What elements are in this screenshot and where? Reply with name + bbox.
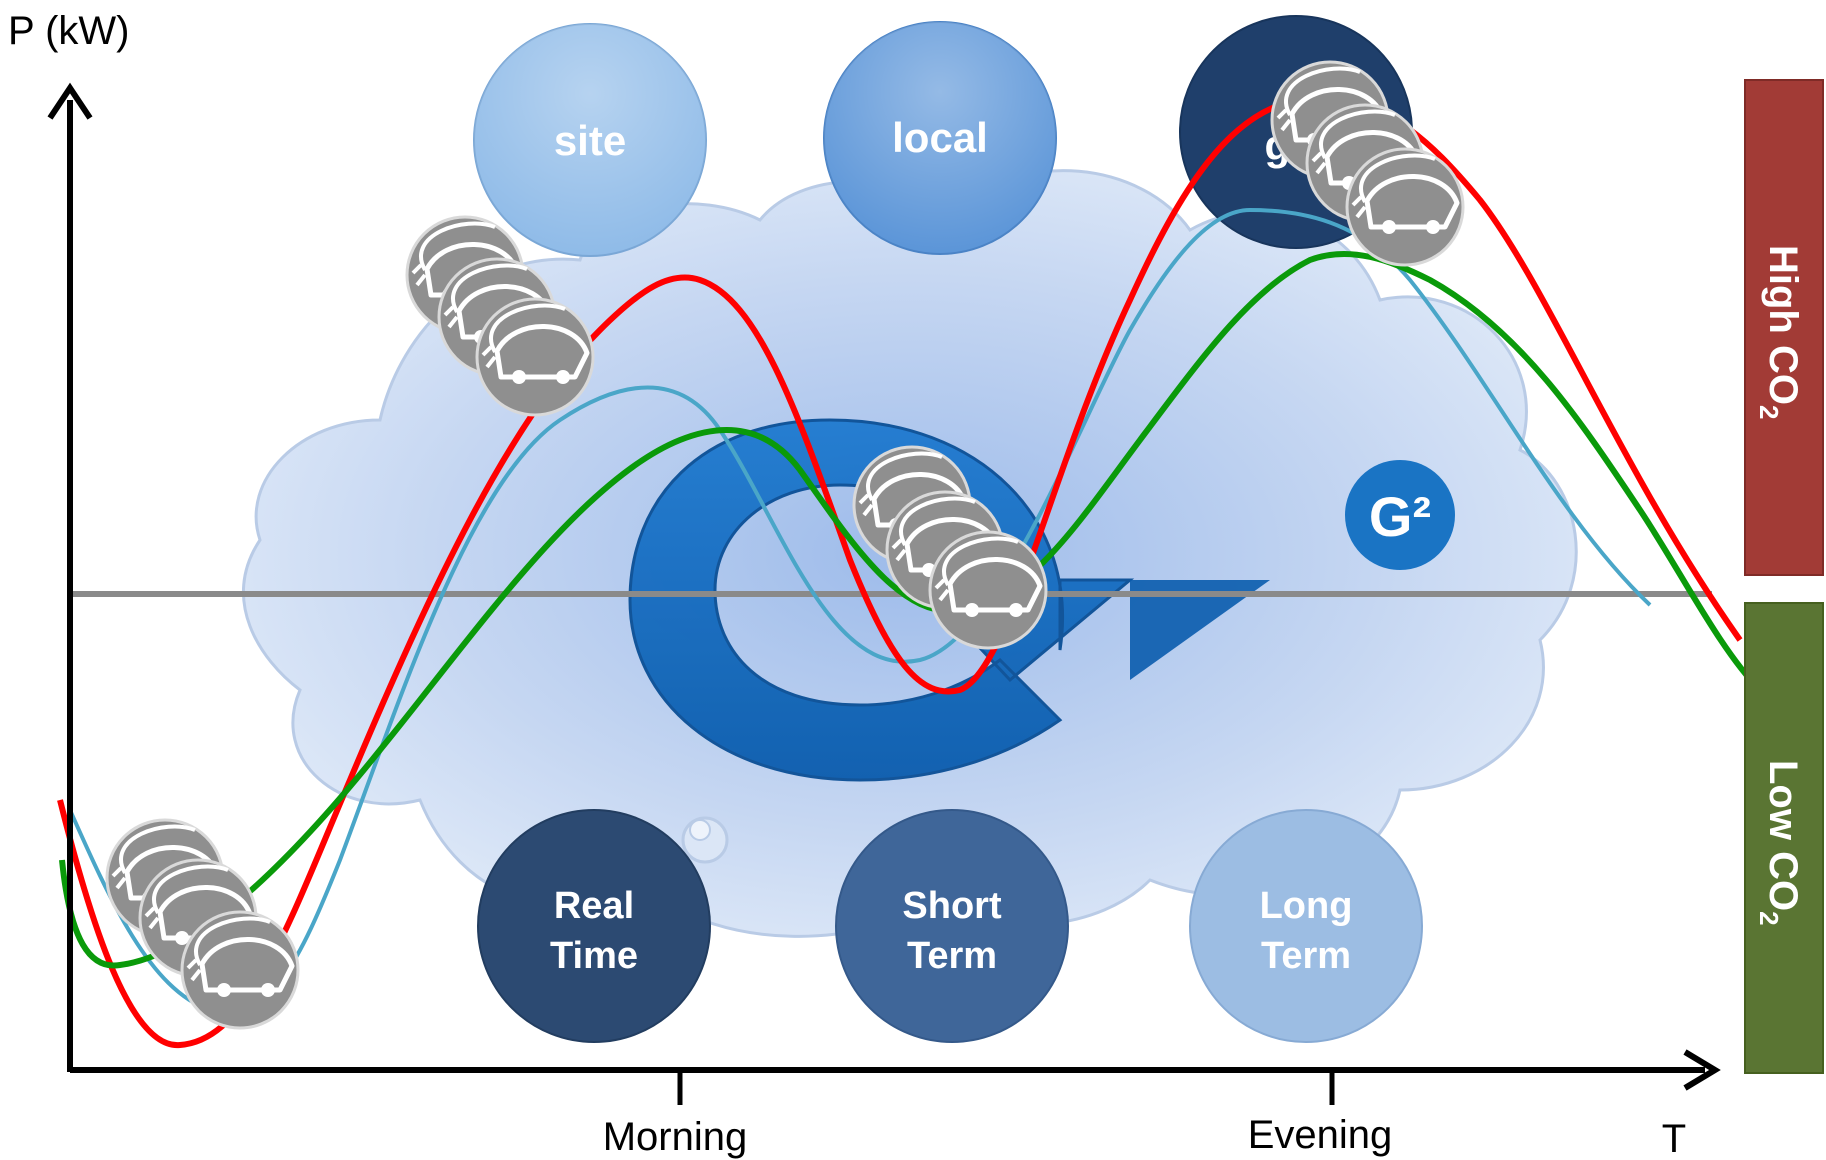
- low-co2-bar: Low CO2: [1744, 602, 1824, 1074]
- horizon-circle-real-time: Real Time: [477, 809, 711, 1043]
- scope-label-site: site: [554, 117, 626, 164]
- ev-car-stack-front: [182, 912, 298, 1028]
- cycle-ring-logo: [628, 418, 1270, 782]
- scope-circle-site: site: [473, 23, 707, 257]
- ev-car-icon: [930, 532, 1046, 648]
- low-co2-subscript: 2: [1754, 911, 1784, 925]
- high-co2-label: High CO: [1761, 245, 1805, 405]
- horizon-label-real: Real: [554, 885, 634, 927]
- svg-text:Low CO2: Low CO2: [1754, 760, 1805, 926]
- high-co2-bar: High CO2: [1744, 79, 1824, 576]
- scope-label-local: local: [892, 114, 988, 161]
- x-tick-label-evening: Evening: [1248, 1113, 1393, 1157]
- horizon-label-term-1: Term: [907, 935, 997, 977]
- ev-car-stack-lower-left: [107, 820, 298, 1028]
- horizon-label-short: Short: [902, 885, 1002, 927]
- ev-car-icon: [477, 299, 593, 415]
- y-axis-label: P (kW): [8, 9, 129, 53]
- x-axis-label: T: [1662, 1117, 1686, 1160]
- svg-text:High CO2: High CO2: [1754, 245, 1805, 419]
- ev-car-icon: [1347, 149, 1463, 265]
- horizon-label-long: Long: [1260, 885, 1353, 927]
- horizon-circle-long-term: Long Term: [1189, 809, 1423, 1043]
- horizon-label-time: Time: [550, 935, 638, 977]
- x-tick-label-morning: Morning: [603, 1115, 748, 1159]
- axes: P (kW) Morning Evening T: [8, 9, 1721, 1160]
- high-co2-subscript: 2: [1754, 405, 1784, 419]
- horizon-circle-short-term: Short Term: [835, 809, 1069, 1043]
- g2-logo-text: G²: [1369, 485, 1431, 548]
- scope-circle-local: local: [823, 21, 1057, 255]
- horizon-label-term-2: Term: [1261, 935, 1351, 977]
- low-co2-label: Low CO: [1761, 760, 1805, 911]
- y-axis-arrow: [47, 82, 93, 120]
- x-axis-arrow: [1683, 1049, 1721, 1091]
- g2-logo: G²: [1345, 460, 1455, 570]
